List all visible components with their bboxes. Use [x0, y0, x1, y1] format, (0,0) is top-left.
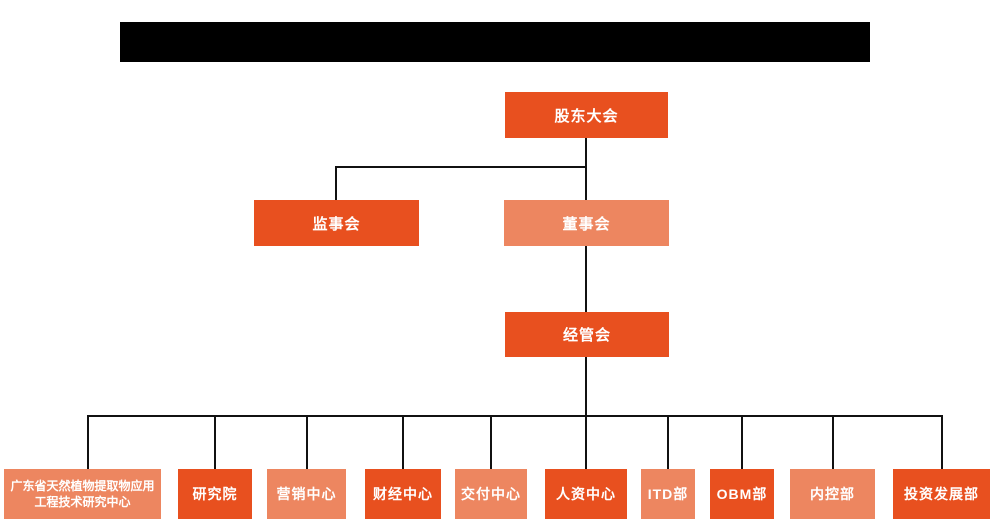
org-node-dept-delivery-center: 交付中心 — [455, 469, 527, 519]
org-node-dept-marketing-center: 营销中心 — [267, 469, 346, 519]
connector-drop-hr — [585, 415, 587, 471]
org-node-dept-investment-development: 投资发展部 — [893, 469, 990, 519]
connector-root-vertical — [585, 138, 587, 417]
org-node-dept-obm: OBM部 — [710, 469, 774, 519]
connector-departments-rail — [87, 415, 943, 417]
connector-tier2-horizontal — [335, 166, 587, 168]
org-node-shareholders-meeting: 股东大会 — [505, 92, 668, 138]
org-node-management-committee: 经管会 — [505, 312, 669, 357]
connector-drop-internal-control — [832, 415, 834, 471]
connector-drop-obm — [741, 415, 743, 471]
org-node-dept-guangdong-extraction-research-center: 广东省天然植物提取物应用工程技术研究中心 — [4, 469, 161, 519]
org-node-dept-itd: ITD部 — [641, 469, 695, 519]
org-node-dept-hr-center: 人资中心 — [545, 469, 627, 519]
redacted-title-bar — [120, 22, 870, 62]
connector-drop-investment — [941, 415, 943, 471]
org-node-dept-research-institute: 研究院 — [178, 469, 252, 519]
org-node-board-of-directors: 董事会 — [504, 200, 669, 246]
org-node-dept-internal-control: 内控部 — [790, 469, 875, 519]
org-node-dept-finance-center: 财经中心 — [365, 469, 441, 519]
connector-drop-delivery — [490, 415, 492, 471]
org-node-supervisory-board: 监事会 — [254, 200, 419, 246]
connector-supervisory-vertical — [335, 166, 337, 200]
connector-drop-research-institute — [214, 415, 216, 471]
connector-drop-marketing — [306, 415, 308, 471]
connector-drop-finance — [402, 415, 404, 471]
connector-drop-research-center — [87, 415, 89, 471]
connector-drop-itd — [667, 415, 669, 471]
